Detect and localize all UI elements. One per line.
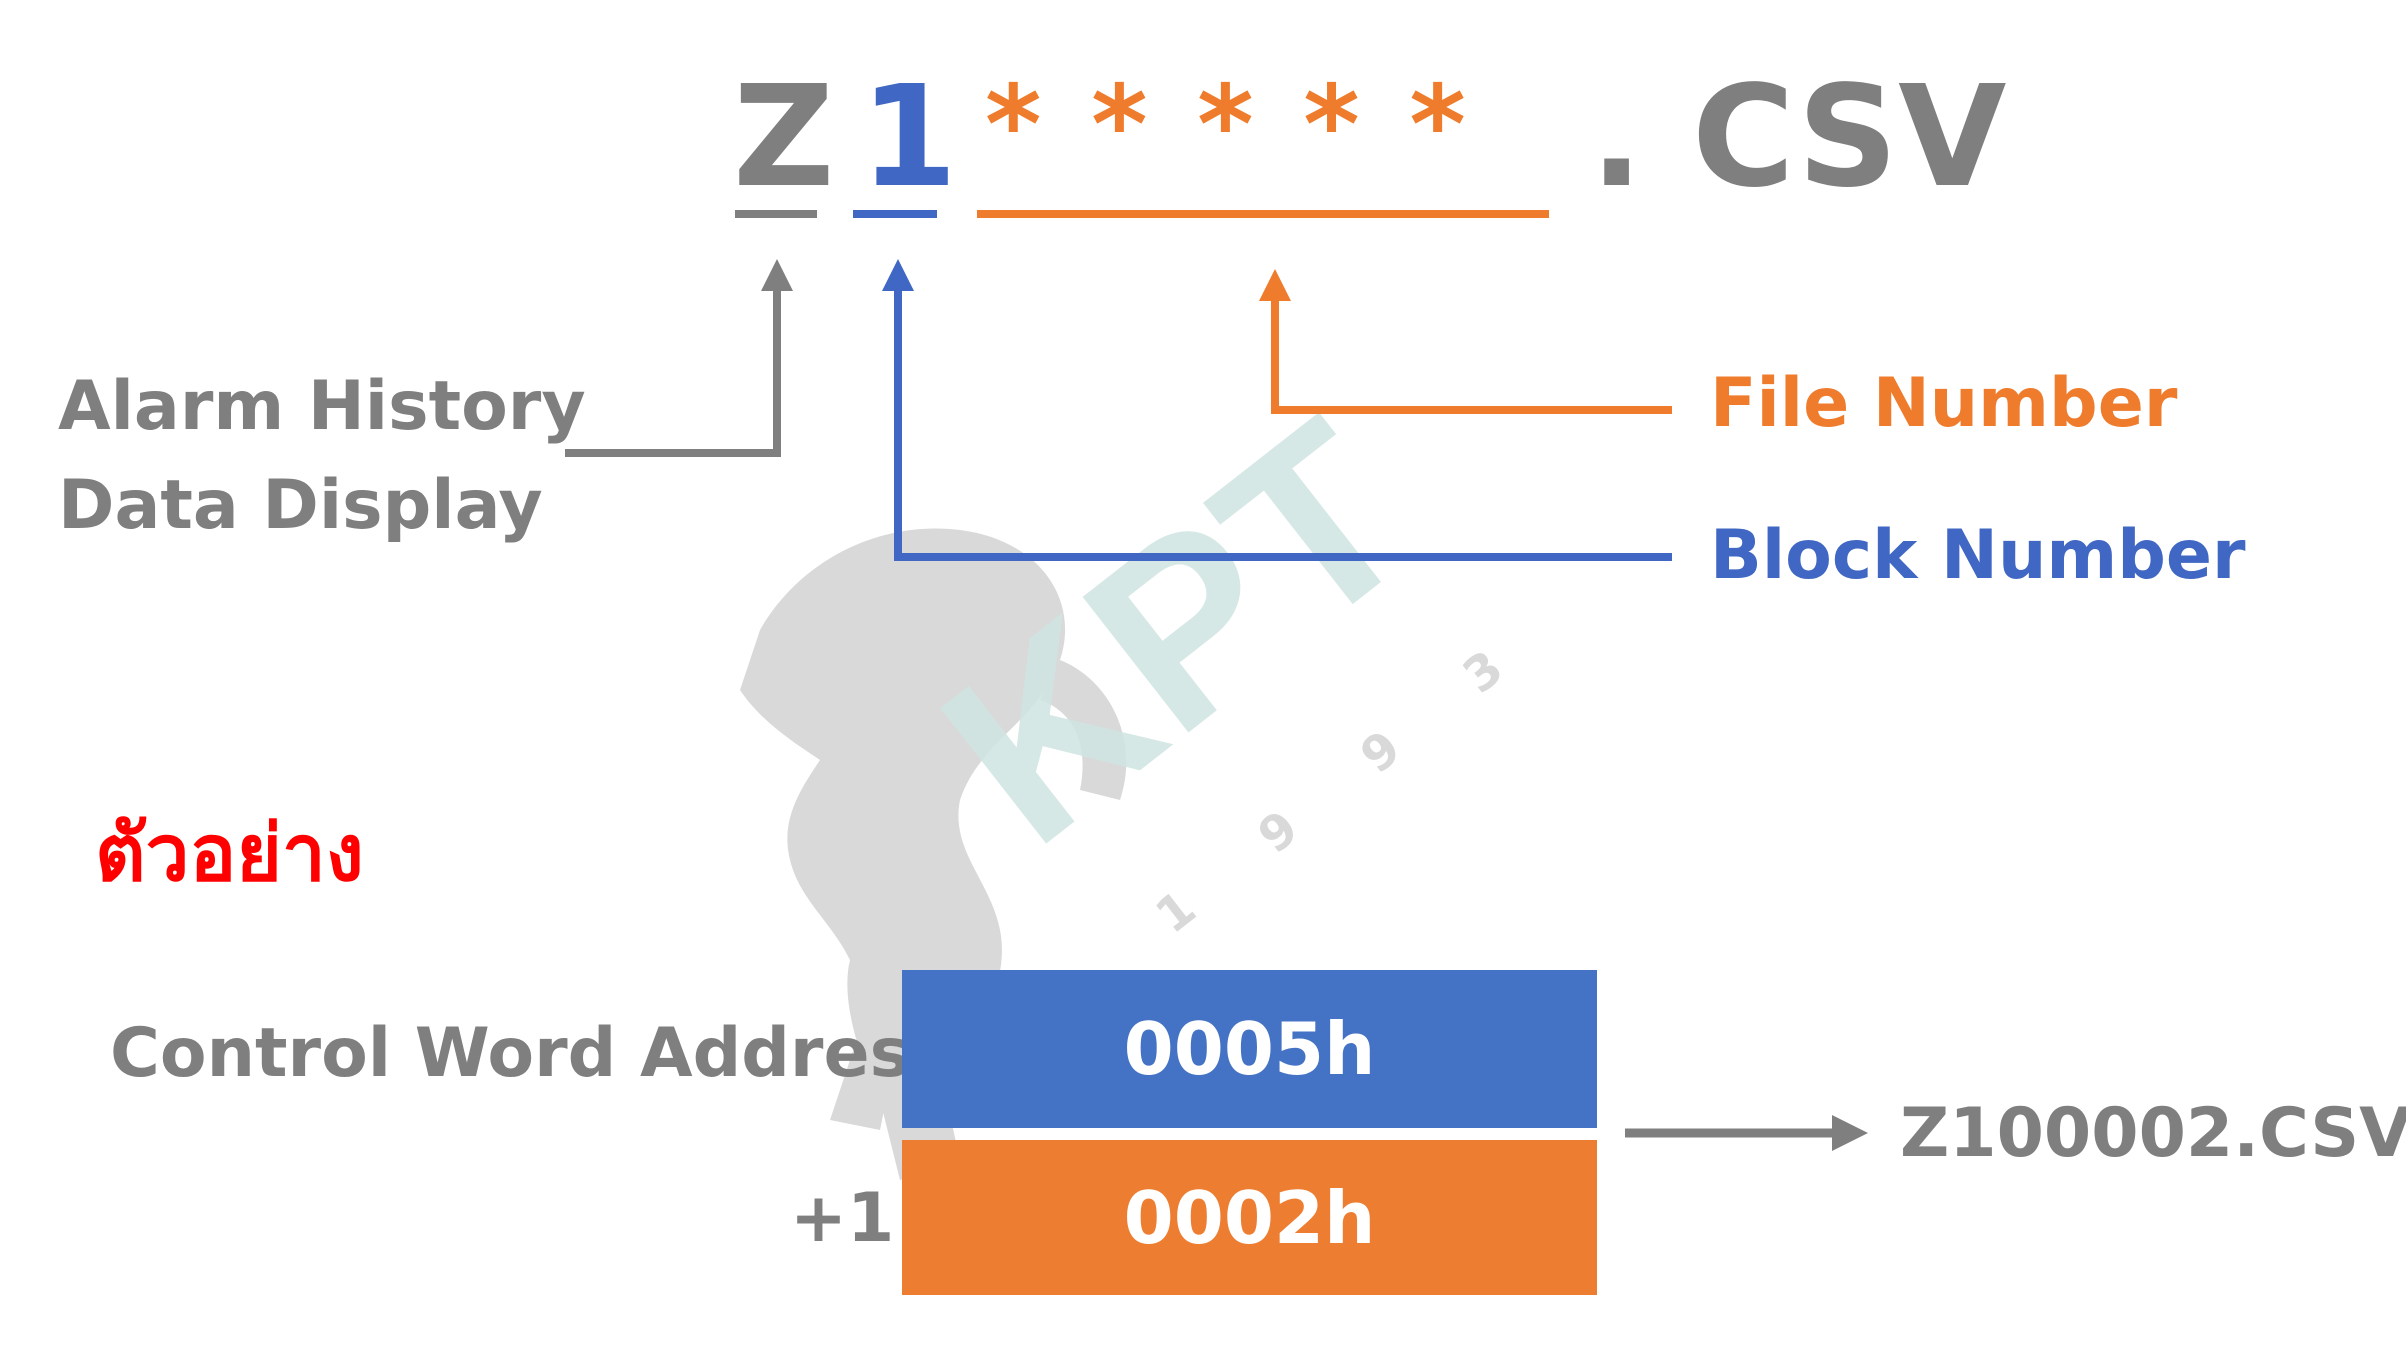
control-word-address-label: Control Word Address [110, 1014, 951, 1093]
block-underline [853, 210, 937, 218]
filename-prefix: Z [733, 56, 835, 219]
filename-block-digit: 1 [860, 56, 958, 219]
block-number-label: Block Number [1710, 516, 2246, 595]
filename-file-placeholder: * * * * * [985, 63, 1472, 188]
offset-word-box: 0002h [902, 1140, 1597, 1295]
prefix-underline [735, 210, 817, 218]
block-number-connector [882, 259, 1672, 561]
alarm-history-connector [565, 259, 793, 457]
alarm-history-label-line1: Alarm History [58, 367, 586, 446]
result-filename: Z100002.CSV [1900, 1094, 2406, 1173]
file-underline [977, 210, 1549, 218]
file-number-connector [1259, 269, 1672, 414]
example-title: ตัวอย่าง [95, 809, 364, 899]
offset-label: +1 [790, 1179, 895, 1258]
file-number-label: File Number [1710, 364, 2178, 443]
filename-extension: . CSV [1590, 56, 2007, 219]
alarm-history-label-line2: Data Display [58, 465, 543, 545]
control-word-box: 0005h [902, 970, 1597, 1128]
alarm-history-label: Alarm History Data Display [58, 358, 586, 555]
